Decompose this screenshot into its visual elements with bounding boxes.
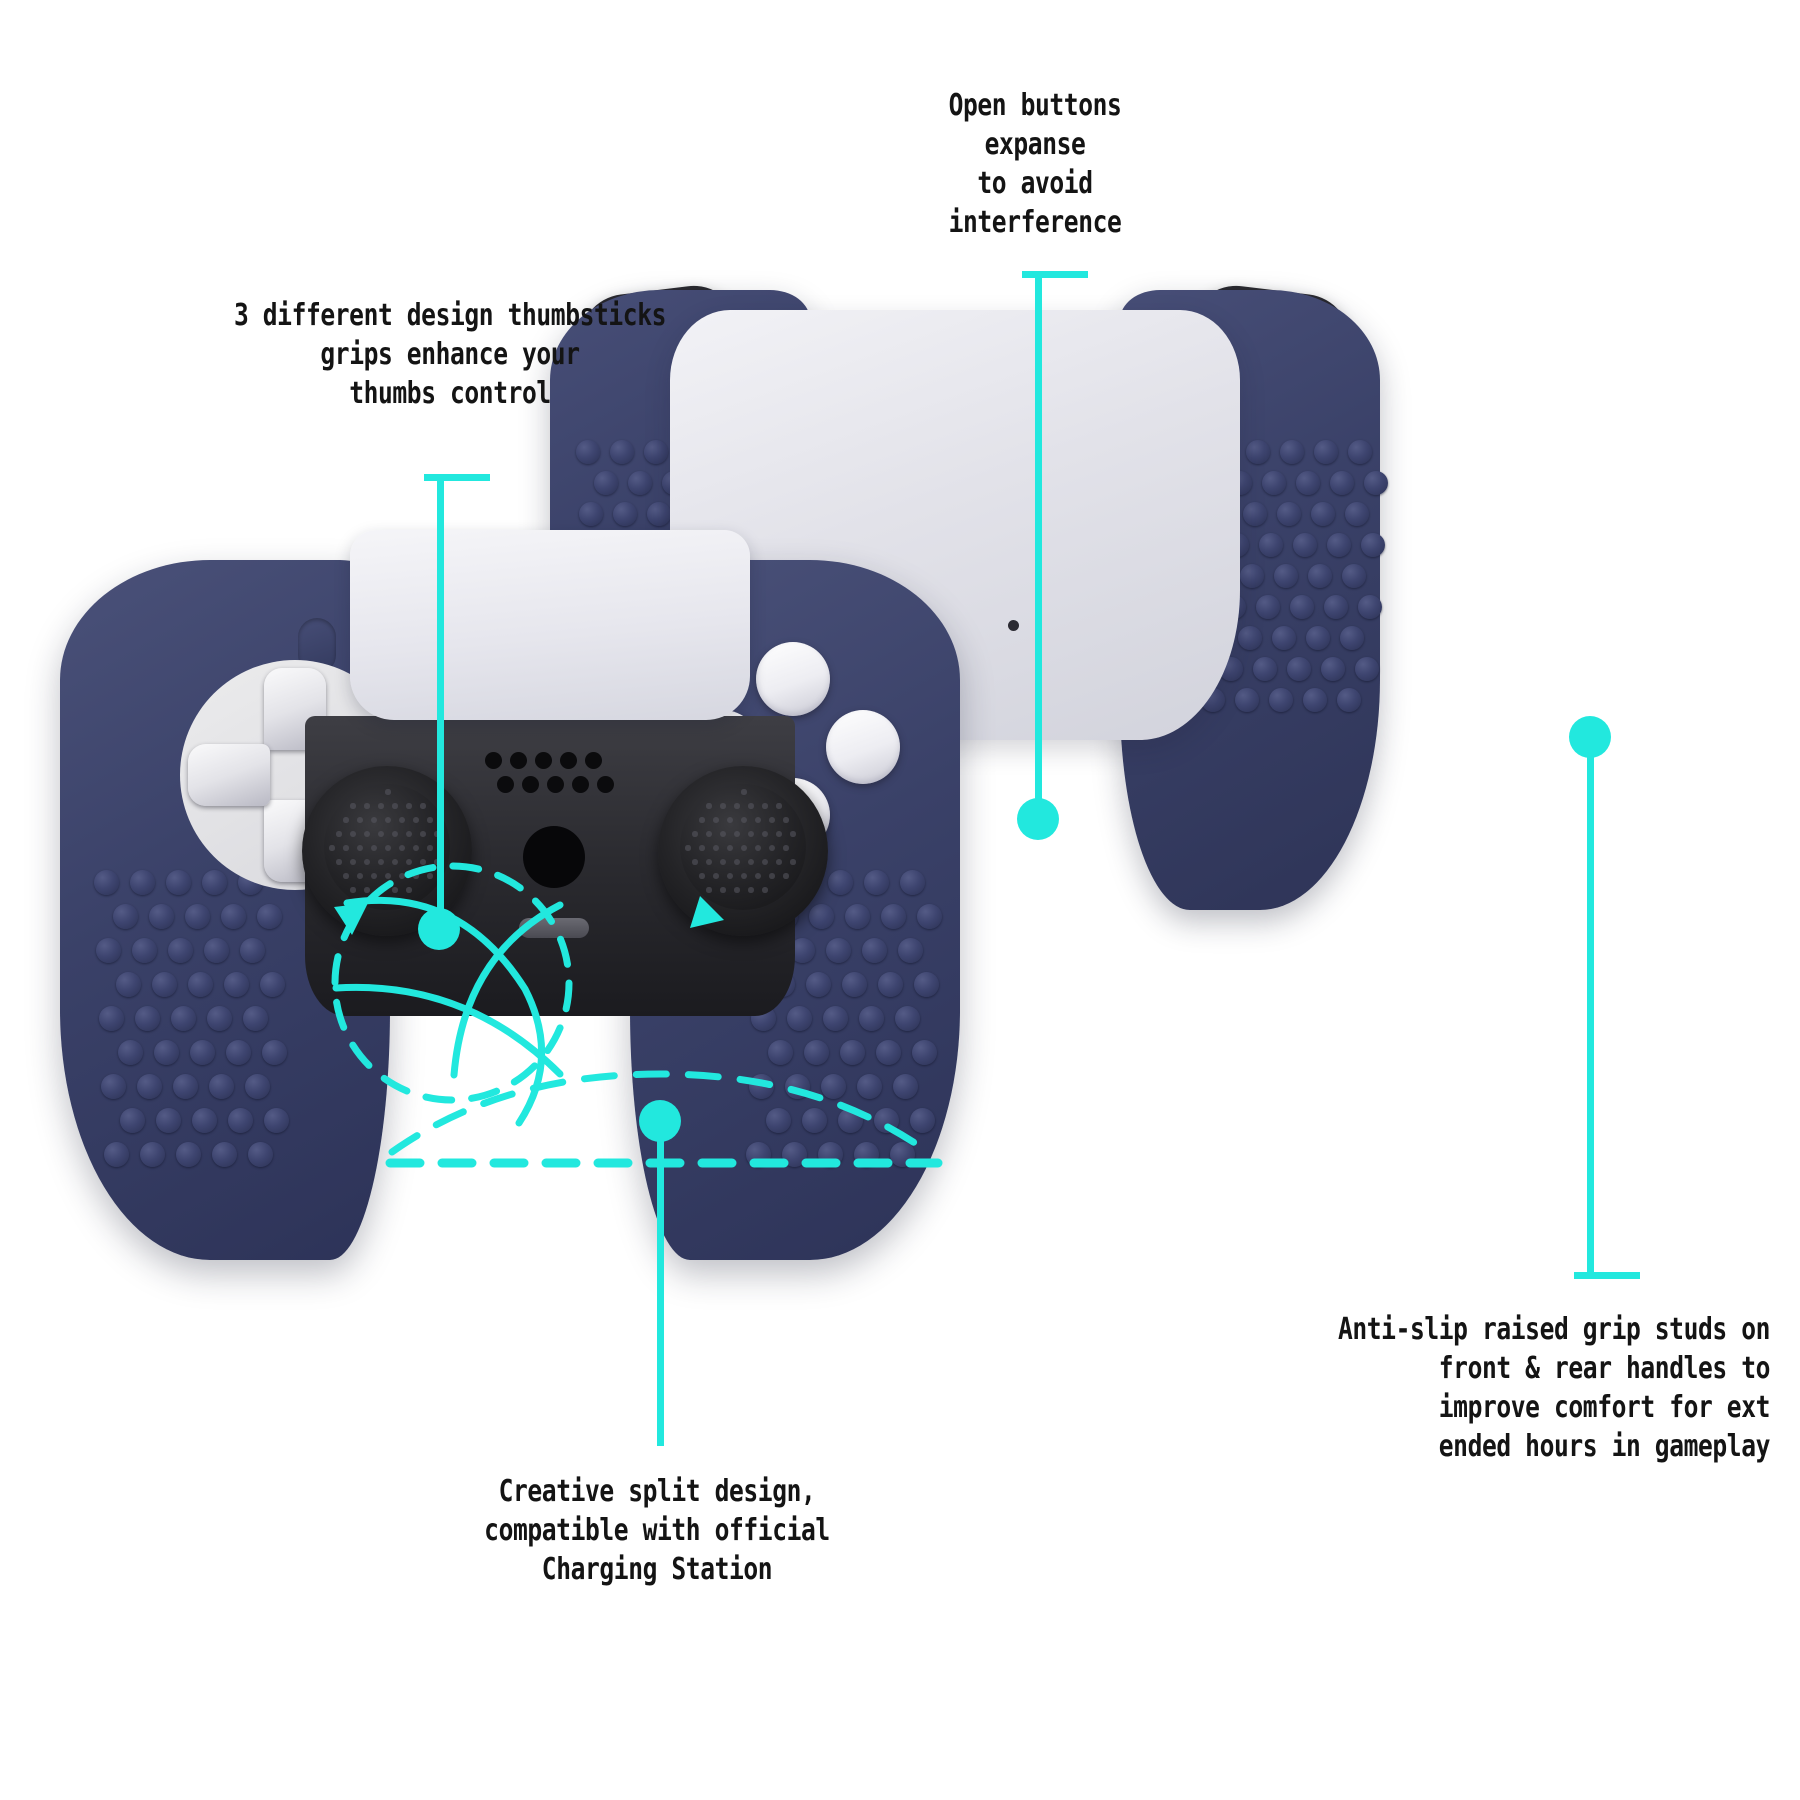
right-thumbstick-cap xyxy=(680,784,806,910)
callout-split-design: Creative split design, compatible with o… xyxy=(484,1474,830,1587)
circle-button xyxy=(826,710,900,784)
front-controller-view xyxy=(40,520,980,1280)
ps-home-button xyxy=(523,826,585,888)
leader-cap-thumbsticks xyxy=(424,474,490,481)
d-pad-left xyxy=(188,744,270,806)
leader-cap-open-buttons xyxy=(1022,271,1088,278)
face-buttons-marker xyxy=(1017,798,1059,840)
right-thumbstick xyxy=(658,766,828,936)
mute-mic-button xyxy=(519,918,589,938)
leader-line-open-buttons xyxy=(1035,271,1042,815)
callout-anti-slip-studs: Anti-slip raised grip studs on front & r… xyxy=(1337,1312,1770,1464)
leader-line-thumbsticks xyxy=(437,474,444,926)
thumbstick-grip-marker xyxy=(418,908,460,950)
rear-grip-studs-marker xyxy=(1569,716,1611,758)
callout-thumbsticks: 3 different design thumbsticks grips enh… xyxy=(233,298,667,411)
touchpad xyxy=(350,530,750,720)
callout-open-buttons: Open buttons expanse to avoid interferen… xyxy=(948,88,1122,240)
left-thumbstick-cap xyxy=(324,784,450,910)
charging-split-marker xyxy=(639,1100,681,1142)
leader-cap-studs xyxy=(1574,1272,1640,1279)
leader-line-studs xyxy=(1587,740,1594,1276)
leader-line-split xyxy=(657,1120,664,1446)
triangle-button xyxy=(756,642,830,716)
